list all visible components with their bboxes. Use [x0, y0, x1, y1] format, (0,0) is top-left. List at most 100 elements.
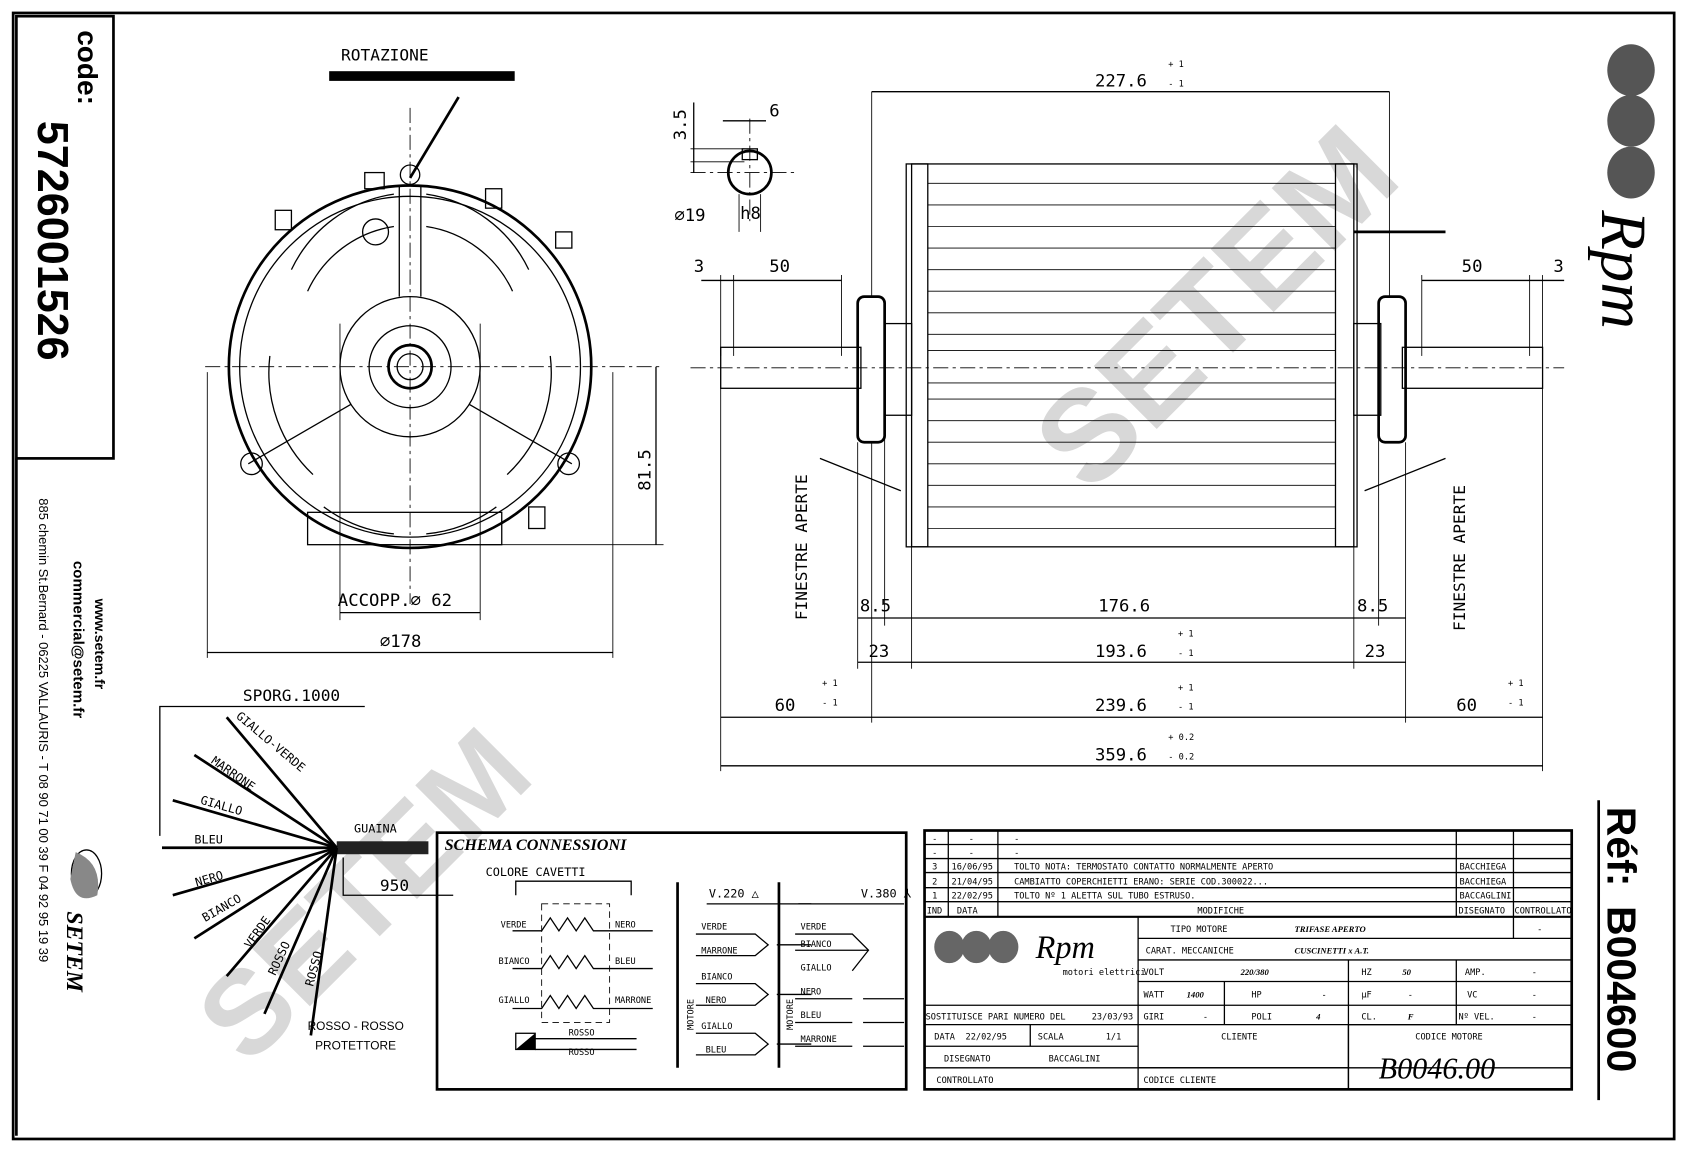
tol-minus: - 1	[1178, 649, 1194, 659]
label-scale: SCALA	[1038, 1033, 1065, 1043]
tol-plus: + 1	[822, 679, 838, 689]
terminal-label: GIALLO	[701, 1022, 732, 1032]
protector-label: PROTETTORE	[315, 1038, 396, 1052]
poles: 4	[1315, 1011, 1321, 1021]
motor-label: MOTORE	[687, 999, 697, 1030]
svg-text:SETEM: SETEM	[1008, 99, 1425, 516]
drawing-border	[11, 11, 1676, 1141]
wire-label: MARRONE	[209, 754, 258, 794]
dim-359-6: 359.6	[1095, 745, 1147, 765]
rev-drawn-by: BACCAGLINI	[1460, 891, 1512, 901]
uf: -	[1408, 991, 1413, 1001]
dim-50-left: 50	[769, 257, 790, 277]
label-speeds: Nº VEL.	[1458, 1012, 1494, 1022]
insulation-class: F	[1407, 1011, 1414, 1021]
sheath-length: 950	[380, 876, 409, 895]
header-date: DATA	[957, 907, 979, 917]
dim-3-5: 3.5	[671, 109, 691, 140]
terminal-label: VERDE	[701, 923, 727, 933]
motor-label: MOTORE	[786, 999, 796, 1030]
dim-3-left: 3	[694, 257, 704, 277]
protector-label: ROSSO - ROSSO	[308, 1019, 404, 1033]
label-checked-by: CONTROLLATO	[936, 1076, 993, 1086]
label-motor-code: CODICE MOTORE	[1415, 1033, 1482, 1043]
coil-label: GIALLO	[499, 996, 530, 1006]
rpm-logo-text: Rpm	[1588, 209, 1660, 329]
terminal-label: BLEU	[801, 1011, 822, 1021]
label-mechanical: CARAT. MECCANICHE	[1146, 946, 1234, 956]
label-client: CLIENTE	[1221, 1033, 1257, 1043]
coil-label: VERDE	[501, 921, 527, 931]
colors-title: COLORE CAVETTI	[486, 865, 586, 879]
rev-ind: -	[932, 834, 937, 844]
label-class: CL.	[1361, 1012, 1377, 1022]
rev-drawn-by: BACCHIEGA	[1460, 862, 1507, 872]
dim-23-right: 23	[1365, 642, 1386, 662]
terminal-label: MARRONE	[801, 1035, 837, 1045]
shaft-key-detail: 3.5 6 ⌀19 h8	[671, 101, 799, 232]
rev-text: -	[1014, 834, 1019, 844]
terminal-label: NERO	[706, 996, 727, 1006]
rev-ind: 1	[932, 891, 937, 901]
label-volt: VOLT	[1144, 968, 1165, 978]
dim-diameter: ⌀178	[380, 632, 422, 652]
setem-brand: SETEM	[61, 911, 87, 992]
header-modifications: MODIFICHE	[1197, 907, 1244, 917]
rosso-label: ROSSO	[569, 1028, 595, 1038]
rev-date: 21/04/95	[952, 877, 993, 887]
motor-side-view: 227.6 + 1 - 1 3 50 50 3 FINESTRE APERTE …	[690, 60, 1565, 772]
label-motor-type: TIPO MOTORE	[1170, 925, 1227, 935]
rev-text: CAMBIATTO COPERCHIETTI ERANO: SERIE COD.…	[1014, 877, 1268, 887]
dim-8-5-right: 8.5	[1357, 597, 1388, 617]
tol-minus: - 1	[1168, 79, 1184, 89]
scale: 1/1	[1106, 1033, 1122, 1043]
rev-ind: 3	[932, 862, 937, 872]
wire-label: NERO	[193, 868, 224, 889]
connection-schema: SCHEMA CONNESSIONI COLORE CAVETTI VERDE …	[435, 831, 912, 1091]
website: www.setem.fr	[92, 598, 108, 690]
terminal-label: BIANCO	[801, 940, 832, 950]
label-uf: µF	[1361, 991, 1371, 1001]
tol-minus: - 1	[822, 698, 838, 708]
amp: -	[1532, 968, 1537, 978]
rev-text: -	[1014, 848, 1019, 858]
dim-coupling: ACCOPP.⌀ 62	[338, 591, 452, 611]
tol-minus: - 1	[1178, 703, 1194, 713]
rev-text: TOLTO Nº 1 ALETTA SUL TUBO ESTRUSO.	[1014, 891, 1195, 901]
coil-label: BLEU	[615, 957, 636, 967]
replaces-label: SOSTITUISCE PARI NUMERO DEL	[926, 1012, 1066, 1022]
motor-type-extra: -	[1537, 925, 1542, 935]
tol-plus: + 1	[1508, 679, 1524, 689]
coil-label: BIANCO	[499, 957, 530, 967]
label-rpm: GIRI	[1144, 1012, 1165, 1022]
terminal-label: NERO	[801, 987, 822, 997]
label-windows-right: FINESTRE APERTE	[1450, 485, 1469, 631]
tol-minus: - 0.2	[1168, 752, 1194, 762]
speeds: -	[1532, 1012, 1537, 1022]
dim-d19: ⌀19	[674, 206, 705, 226]
title-block: - - - - - - 3 16/06/95 TOLTO NOTA: TERMO…	[923, 829, 1574, 1091]
rev-drawn-by: BACCHIEGA	[1460, 877, 1507, 887]
rev-ind: -	[932, 848, 937, 858]
hp: -	[1321, 991, 1326, 1001]
tol-minus: - 1	[1508, 698, 1524, 708]
rotation-label: ROTAZIONE	[341, 45, 429, 64]
wire-length-label: SPORG.1000	[243, 686, 340, 705]
ref-label: Réf:	[1598, 807, 1644, 887]
header-checked: CONTROLLATO	[1515, 907, 1572, 917]
left-panel: code: 5726001526 www.setem.fr commercial…	[15, 14, 115, 1136]
terminal-label: VERDE	[801, 923, 827, 933]
rev-date: -	[969, 848, 974, 858]
label-drawn-by: DISEGNATO	[944, 1054, 991, 1064]
label-vc: VC	[1467, 991, 1477, 1001]
right-panel: Rpm Réf: B004600	[1588, 44, 1660, 1101]
schema-title: SCHEMA CONNESSIONI	[445, 837, 628, 854]
label-watt: WATT	[1144, 991, 1165, 1001]
header-ind: IND	[927, 907, 943, 917]
rev-ind: 2	[932, 877, 937, 887]
dim-6: 6	[769, 101, 779, 121]
rpm-small-logo-icon	[934, 930, 1019, 964]
volt: 220/380	[1240, 967, 1270, 977]
dim-176-6: 176.6	[1098, 597, 1150, 617]
